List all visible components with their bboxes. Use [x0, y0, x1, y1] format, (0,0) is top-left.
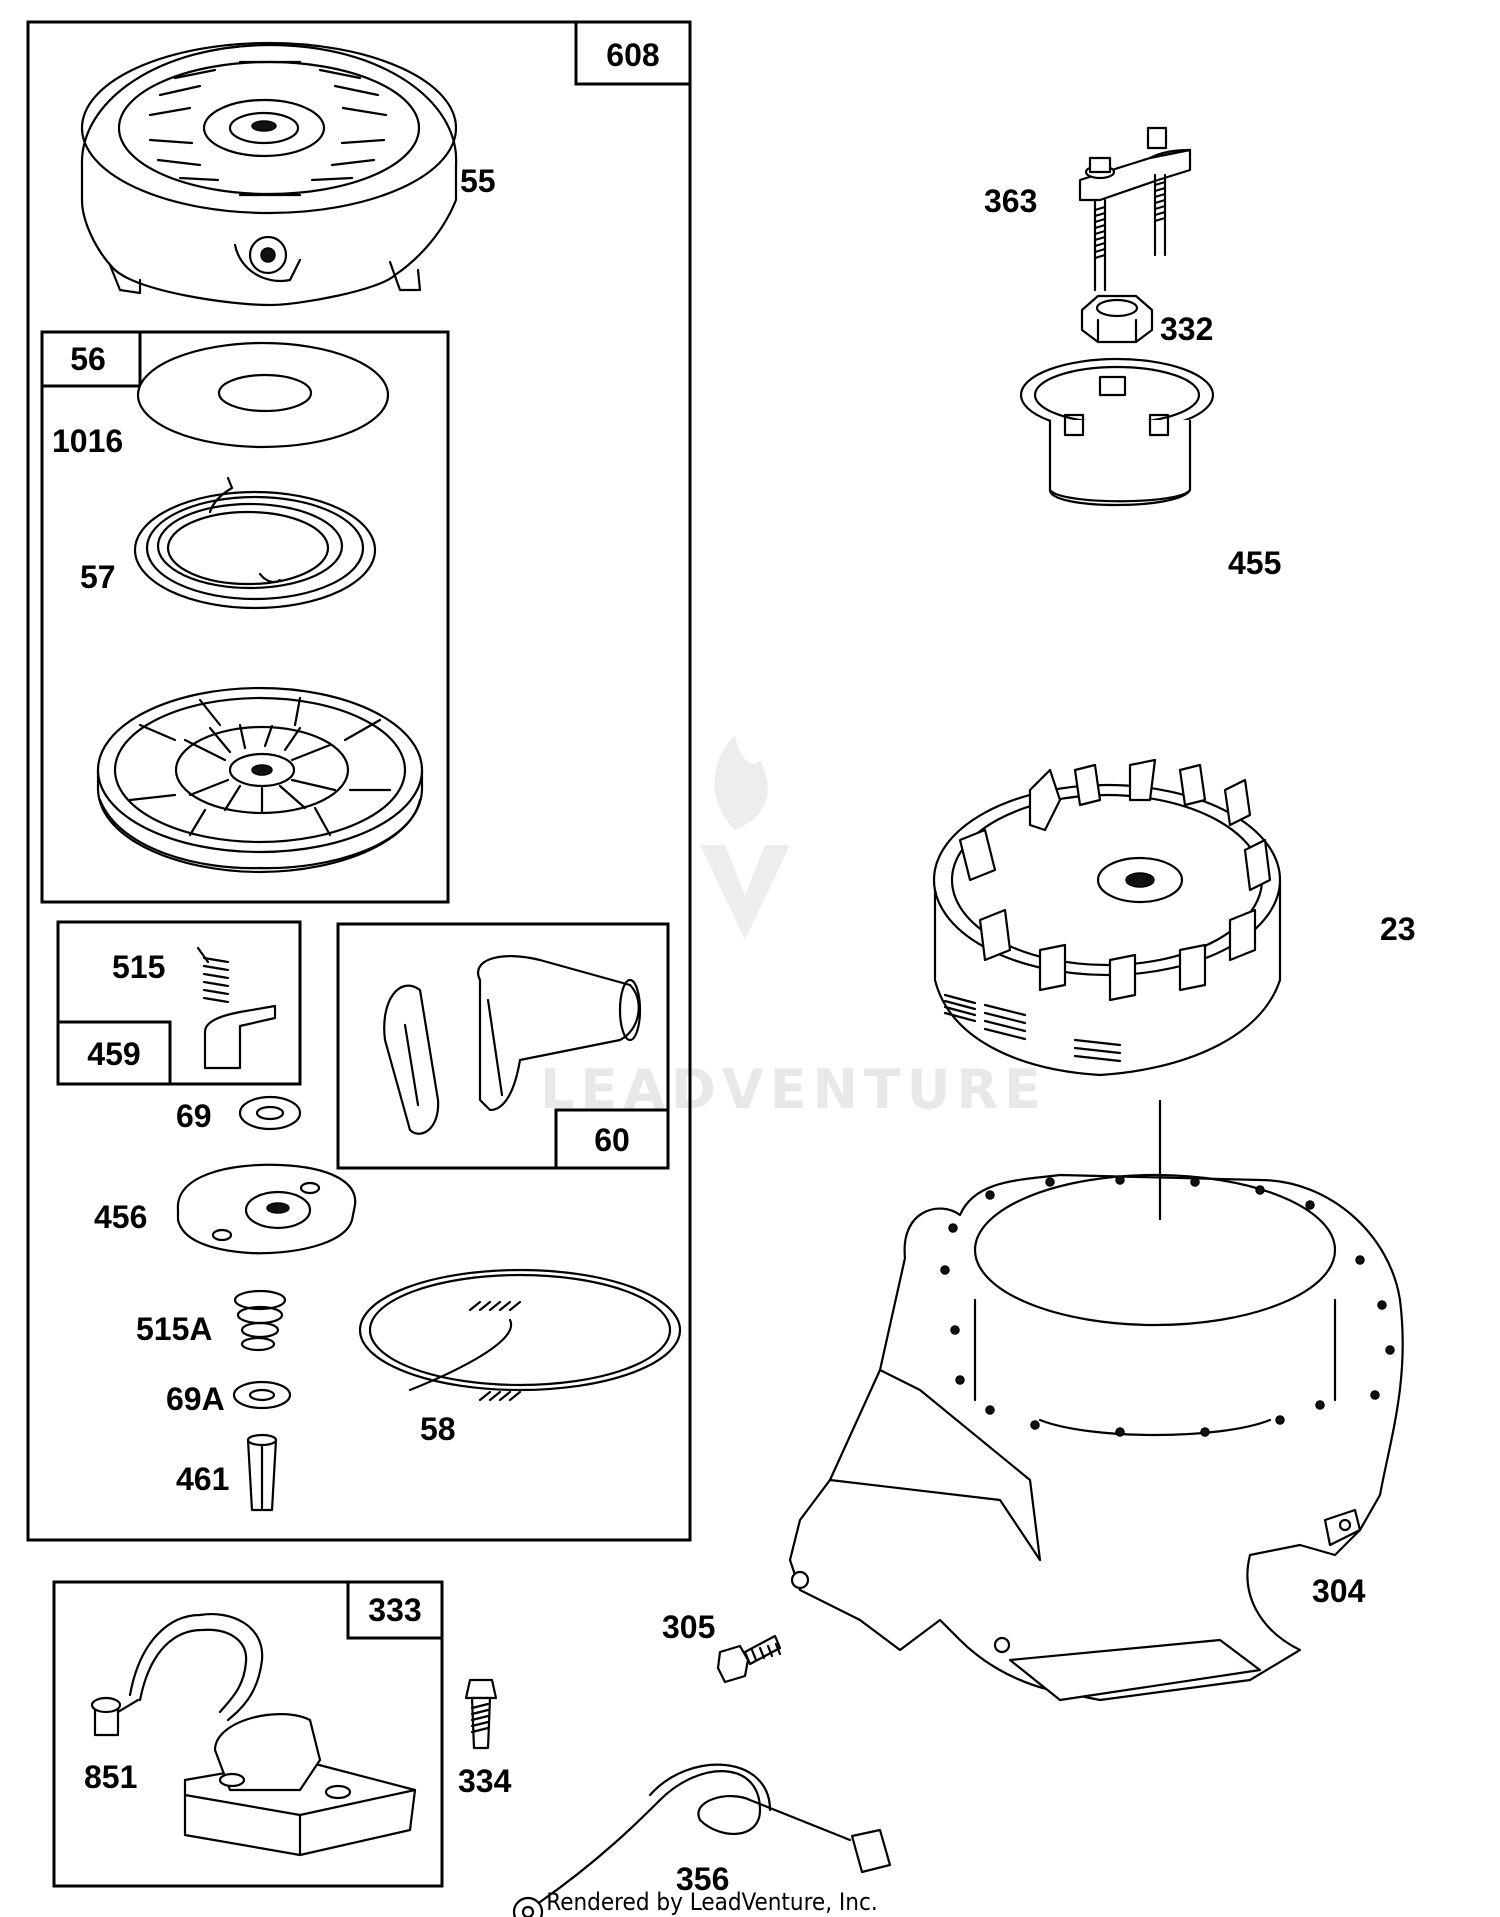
label-515a: 515A [136, 1311, 213, 1347]
group-60-box: 60 [336, 922, 670, 1170]
pin-461-part: 461 [176, 1433, 278, 1512]
label-851: 851 [84, 1759, 137, 1795]
label-515: 515 [112, 949, 165, 985]
starter-rope-58-part: 58 [358, 1268, 682, 1447]
label-455: 455 [1228, 545, 1281, 581]
ground-wire-356-part: 356 [512, 1763, 892, 1917]
label-57: 57 [80, 559, 116, 595]
label-461: 461 [176, 1461, 229, 1497]
watermark-text: LEADVENTURE [540, 1058, 1047, 1121]
armature-333-part [128, 1613, 417, 1857]
label-304: 304 [1312, 1573, 1366, 1609]
starter-housing-part: 55 [80, 41, 496, 307]
group-56-box: 56 [40, 330, 450, 904]
group-608-label: 608 [606, 37, 659, 73]
label-363: 363 [984, 183, 1037, 219]
group-459-box: 459 [56, 920, 302, 1086]
label-69a: 69A [166, 1381, 225, 1417]
label-23: 23 [1380, 911, 1416, 947]
label-69: 69 [176, 1098, 212, 1134]
spring-515a-part: 515A [136, 1289, 287, 1352]
group-459-label: 459 [87, 1036, 140, 1072]
label-456: 456 [94, 1199, 147, 1235]
footer-credit: Rendered by LeadVenture, Inc. [546, 1888, 877, 1916]
label-334: 334 [458, 1763, 512, 1799]
screw-305-part: 305 [662, 1609, 782, 1684]
blower-housing-304-part: 304 [788, 1100, 1404, 1702]
nut-332-part: 332 [1080, 294, 1213, 347]
label-356: 356 [676, 1861, 729, 1897]
label-332: 332 [1160, 311, 1213, 347]
bracket-363-part: 363 [984, 126, 1192, 292]
group-56-label: 56 [70, 341, 106, 377]
starter-pulley-part [96, 686, 424, 874]
starter-cup-455-part: 455 [1019, 357, 1281, 581]
label-305: 305 [662, 1609, 715, 1645]
retainer-456-part: 456 [94, 1163, 357, 1255]
label-55: 55 [460, 163, 496, 199]
starter-handle-60-part [383, 955, 642, 1135]
group-608-box: 608 [26, 20, 692, 1542]
label-1016: 1016 [52, 423, 123, 459]
rewind-spring-57-part: 57 [80, 476, 377, 610]
washer-69-part: 69 [176, 1095, 302, 1134]
group-60-label: 60 [594, 1122, 630, 1158]
group-333-box: 333 [52, 1580, 444, 1888]
group-333-label: 333 [368, 1592, 421, 1628]
screw-334-part: 334 [458, 1678, 512, 1799]
flywheel-23-part: 23 [932, 758, 1416, 1077]
leadventure-watermark: LEADVENTURE [540, 735, 1047, 1121]
starter-dog-459-part [203, 1004, 277, 1070]
label-58: 58 [420, 1411, 456, 1447]
washer-1016-part: 1016 [52, 341, 390, 459]
ground-wire-851-part: 851 [84, 1696, 140, 1795]
washer-69a-part: 69A [166, 1380, 292, 1417]
dog-spring-515-part: 515 [112, 946, 230, 1004]
